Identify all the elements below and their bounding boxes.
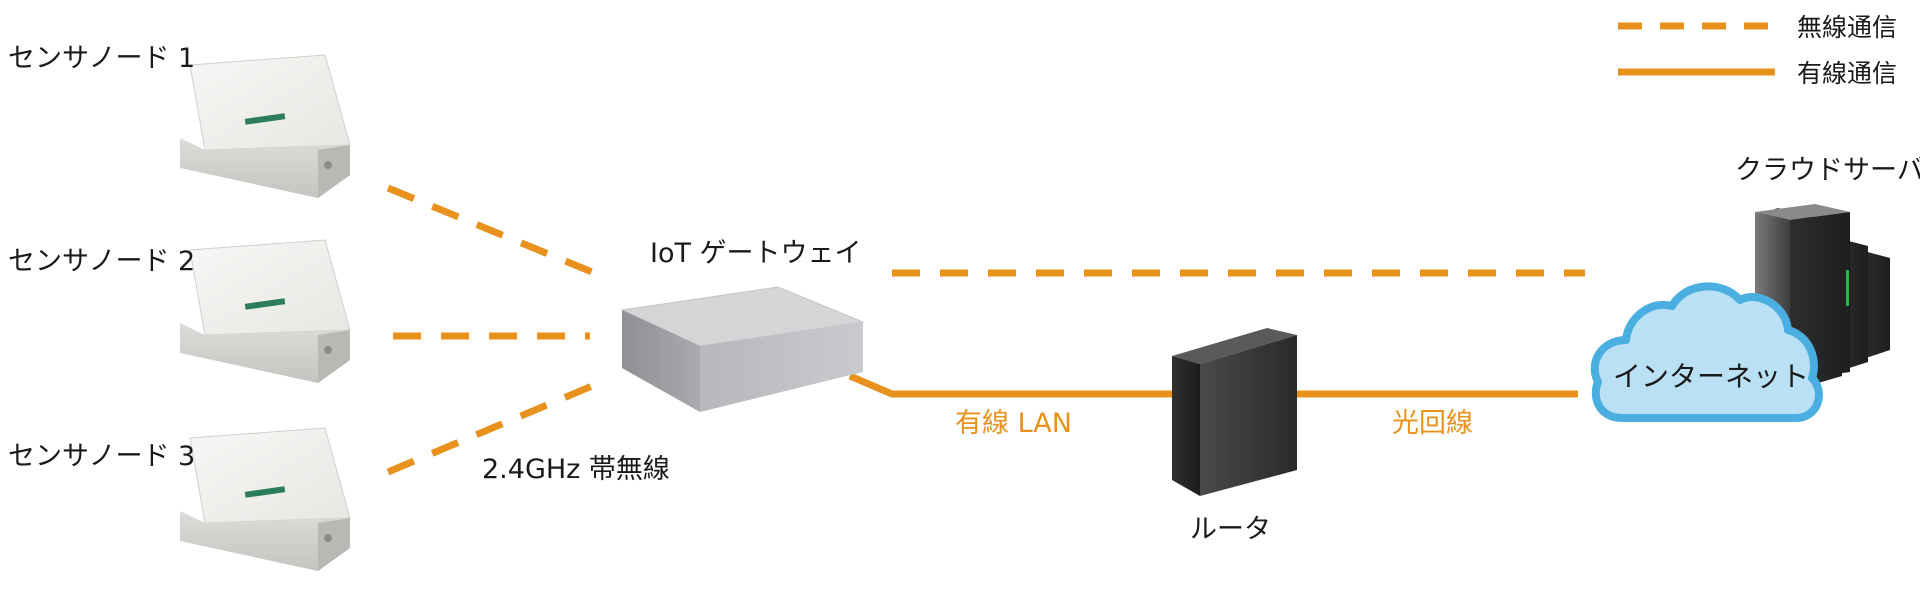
iot-gateway-device [620, 286, 865, 412]
sensor-node-3-device [180, 427, 351, 571]
cloud-server-label: クラウドサーバ [1735, 155, 1920, 186]
sensor-node-1: センサノード 1 [8, 43, 351, 198]
sensor-node-3-label: センサノード 3 [8, 441, 195, 472]
sensor-node-2-device [180, 239, 351, 383]
legend: 無線通信 有線通信 [1618, 13, 1897, 88]
internet-label: インターネット [1613, 360, 1809, 393]
sensor-node-2: センサノード 2 [8, 239, 351, 383]
wired-lan-link [848, 372, 1175, 398]
legend-wired-label: 有線通信 [1797, 59, 1897, 88]
wireless-link-node1 [386, 184, 594, 276]
sensor-node-1-label: センサノード 1 [8, 43, 195, 74]
cloud-icon [1590, 282, 1823, 422]
wired-lan-label: 有線 LAN [955, 408, 1072, 439]
router-label: ルータ [1190, 514, 1271, 545]
wireless-band-label: 2.4GHz 帯無線 [482, 454, 670, 485]
internet-cloud: インターネット [1590, 282, 1823, 422]
router-device [1172, 328, 1297, 496]
iot-gateway: IoT ゲートウェイ [620, 238, 865, 412]
wireless-link-node3 [386, 382, 594, 476]
legend-wireless-label: 無線通信 [1797, 13, 1897, 42]
connections [386, 184, 1585, 476]
sensor-node-3: センサノード 3 [8, 427, 351, 571]
router: ルータ [1172, 328, 1297, 545]
iot-gateway-label: IoT ゲートウェイ [650, 238, 862, 269]
fiber-label: 光回線 [1392, 408, 1473, 439]
sensor-node-2-label: センサノード 2 [8, 246, 195, 277]
sensor-node-1-device [180, 54, 351, 198]
